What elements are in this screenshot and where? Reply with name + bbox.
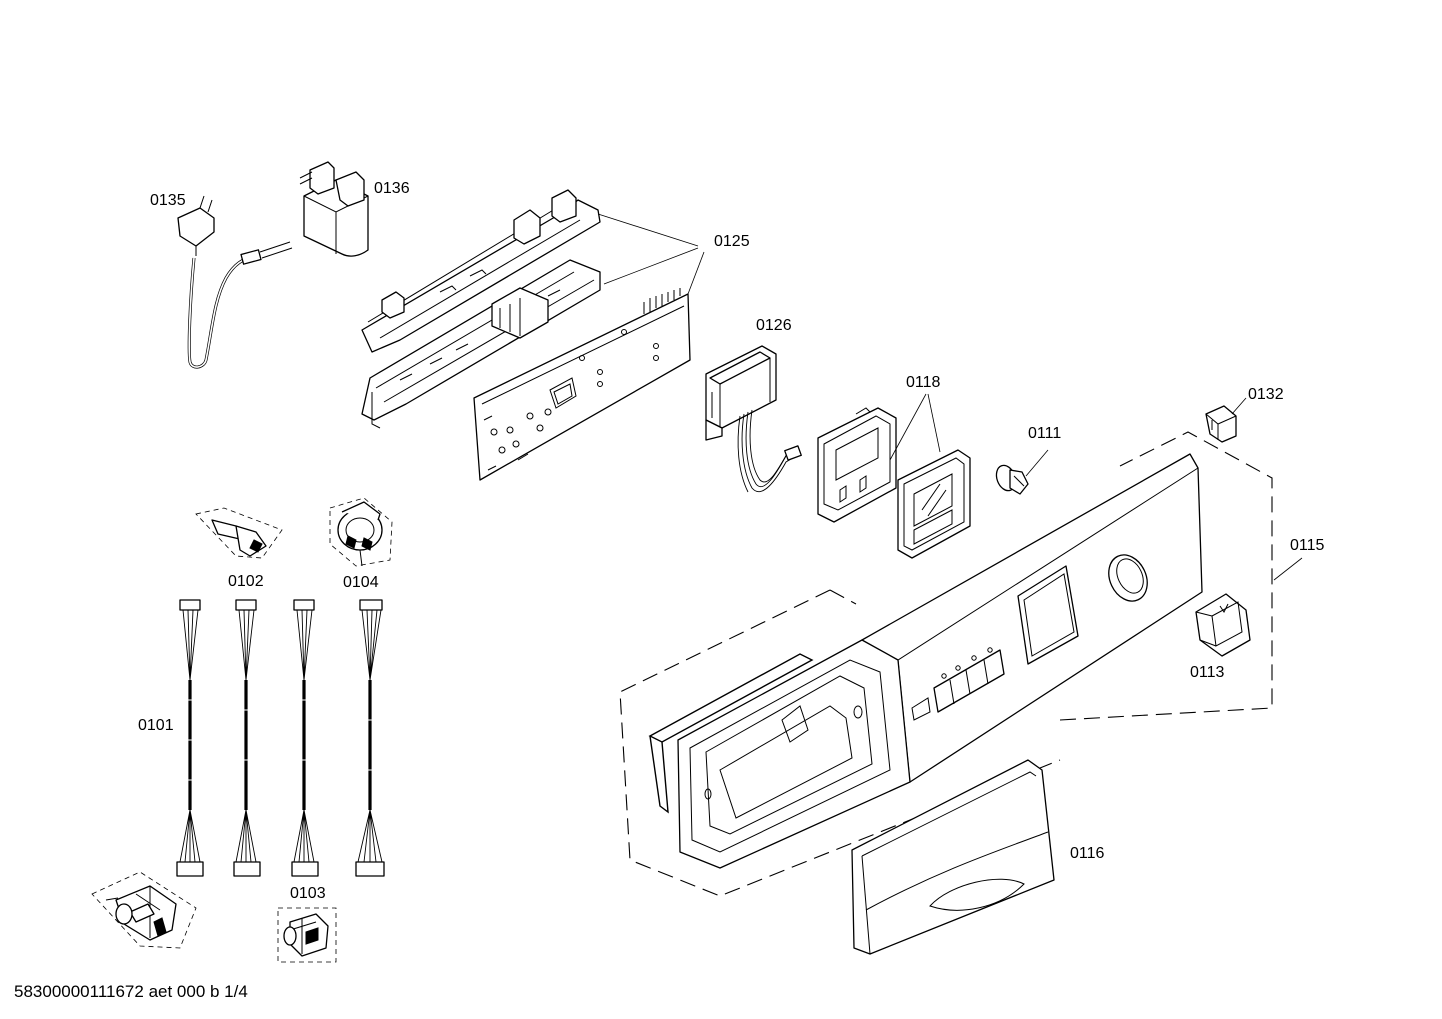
leader-0111 xyxy=(1025,449,1049,477)
part-0102-sensor xyxy=(195,507,283,559)
label-0132: 0132 xyxy=(1248,386,1284,403)
outline-0115-group xyxy=(1059,431,1273,721)
part-0118-display-frame xyxy=(817,407,897,523)
part-0116-drawer-handle xyxy=(851,759,1055,955)
label-0103: 0103 xyxy=(290,885,326,902)
part-0104-pressure-switch xyxy=(329,497,393,567)
leader-0132 xyxy=(1231,397,1247,415)
part-0118-display-window xyxy=(897,449,971,559)
leader-0125-c xyxy=(687,251,705,295)
part-0111-button xyxy=(995,464,1029,495)
label-0102: 0102 xyxy=(228,573,264,590)
label-0118: 0118 xyxy=(906,374,941,391)
label-0135: 0135 xyxy=(150,192,186,209)
part-0132-clip xyxy=(1205,405,1237,443)
part-0113-programme-knob xyxy=(1195,593,1251,657)
label-0136: 0136 xyxy=(374,180,410,197)
leader-0115 xyxy=(1273,557,1303,581)
leader-0125-b xyxy=(603,247,699,285)
leader-0118-a xyxy=(889,393,927,461)
label-0126: 0126 xyxy=(756,317,792,334)
harness-tape-marks xyxy=(188,699,372,781)
part-0125-electronic-board xyxy=(473,288,691,481)
label-0111: 0111 xyxy=(1028,425,1061,442)
outline-drawer-group xyxy=(619,589,1061,897)
part-0135-power-cord xyxy=(177,195,293,369)
label-0115: 0115 xyxy=(1290,537,1325,554)
label-0104: 0104 xyxy=(343,574,379,591)
diagram-footer-code: 58300000111672 aet 000 b 1/4 xyxy=(14,982,248,1001)
part-0101-cable-harnesses xyxy=(176,599,385,877)
label-0101: 0101 xyxy=(138,717,174,734)
part-0103-aquastop-valve xyxy=(277,907,337,963)
label-0113: 0113 xyxy=(1190,664,1225,681)
part-detergent-drawer-housing xyxy=(648,639,911,869)
part-pump-motor xyxy=(91,871,197,949)
label-0116: 0116 xyxy=(1070,845,1105,862)
part-0136-interference-filter xyxy=(299,161,369,257)
label-0125: 0125 xyxy=(714,233,750,250)
part-0125-control-module-frame xyxy=(361,189,601,429)
part-0126-display-module xyxy=(705,345,802,493)
leader-0118-b xyxy=(927,393,941,453)
leader-0125-a xyxy=(597,213,699,247)
